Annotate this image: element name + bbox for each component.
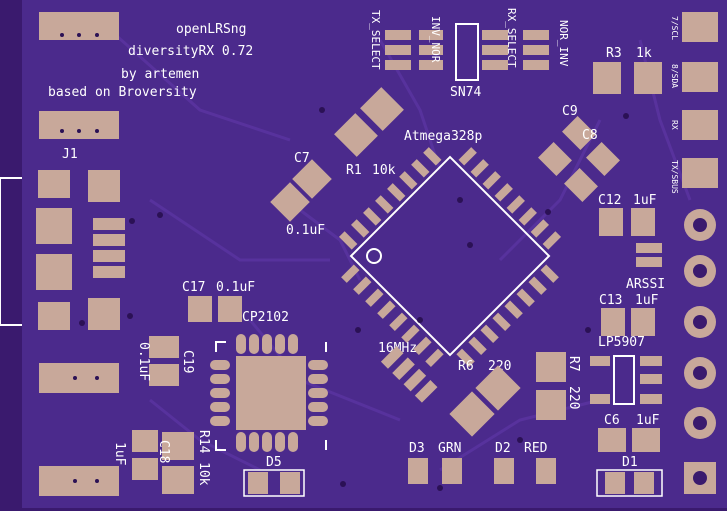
lp5907-label: LP5907	[598, 335, 645, 350]
c18-r14: C18 1uF R14 10k	[112, 430, 211, 494]
nor-inv-label: NOR_INV	[557, 20, 570, 67]
c6-label: C6	[604, 413, 620, 428]
j1-label: J1	[62, 147, 78, 162]
c13-label: C13	[599, 293, 622, 308]
edge-header-pins	[682, 12, 718, 494]
atmega-chip: Atmega328p	[338, 129, 562, 368]
r7-resistor: R7 220	[536, 352, 581, 420]
jumper-pads	[385, 30, 549, 70]
c9-label: C9	[562, 104, 578, 119]
d2-label: D2	[495, 441, 511, 456]
header-pads	[39, 12, 119, 496]
c6-capacitor: C6 1uF	[598, 413, 660, 452]
inv-nor-label: INV_NOR	[429, 16, 442, 63]
c13-value: 1uF	[635, 293, 659, 308]
c19-value: 0.1uF	[136, 342, 151, 381]
r3-resistor: R3 1k	[593, 46, 662, 94]
crystal-16mhz: 16MHz	[378, 341, 438, 403]
cp2102-label: CP2102	[242, 310, 289, 325]
r1-value: 10k	[372, 163, 396, 178]
r3-label: R3	[606, 46, 622, 61]
c18-label: C18	[156, 440, 171, 463]
d3-label: D3	[409, 441, 425, 456]
vias	[60, 33, 629, 491]
d3-led: D3 GRN	[408, 441, 462, 484]
d2-color: RED	[524, 441, 548, 456]
c8-label: C8	[582, 128, 598, 143]
r3-value: 1k	[636, 46, 652, 61]
d2-led: D2 RED	[494, 441, 556, 484]
j1-connector: J1	[0, 147, 125, 330]
d1-label: D1	[622, 455, 638, 470]
title-line-4: based on Broversity	[48, 85, 197, 100]
pin-label-scl: 7/SCL	[670, 16, 679, 40]
mcu-label: Atmega328p	[404, 129, 482, 144]
cp2102-chip: CP2102	[210, 310, 328, 452]
title-line-1: openLRSng	[176, 22, 246, 37]
d5-label: D5	[266, 455, 282, 470]
pin-label-sda: 8/SDA	[670, 64, 679, 88]
c13-capacitor: C13 1uF	[599, 293, 659, 336]
tx-select-label: TX_SELECT	[369, 10, 382, 70]
c17-label: C17	[182, 280, 205, 295]
r7-label: R7	[566, 356, 581, 372]
c12-capacitor: C12 1uF ARSSI	[598, 193, 665, 292]
sn74-chip	[455, 23, 479, 81]
pin-label-rx: RX	[670, 120, 679, 130]
arssi-label: ARSSI	[626, 277, 665, 292]
c12-label: C12	[598, 193, 621, 208]
c6-value: 1uF	[636, 413, 660, 428]
c17-value: 0.1uF	[216, 280, 255, 295]
c8-c9-caps: C9 C8	[538, 104, 620, 202]
c12-value: 1uF	[633, 193, 657, 208]
r1-resistor: R1 10k	[334, 87, 404, 178]
c18-value: 1uF	[112, 442, 127, 466]
title-block: openLRSng diversityRX 0.72 by artemen ba…	[48, 22, 253, 100]
r6-label: R6	[458, 359, 474, 374]
c7-capacitor: C7 0.1uF	[270, 151, 332, 238]
rx-select-label: RX_SELECT	[505, 8, 518, 68]
sn74-label: SN74	[450, 85, 481, 100]
c19-capacitor: C19 0.1uF	[136, 336, 195, 386]
c17-capacitor: C17 0.1uF	[182, 280, 255, 322]
r14-value: 10k	[196, 462, 211, 486]
c7-value: 0.1uF	[286, 223, 325, 238]
d3-color: GRN	[438, 441, 461, 456]
title-line-3: by artemen	[121, 67, 199, 82]
d1-diode: D1	[596, 455, 663, 497]
c7-label: C7	[294, 151, 310, 166]
r14-label: R14	[196, 430, 211, 454]
r7-value: 220	[566, 386, 581, 409]
d5-diode: D5	[243, 455, 305, 497]
title-line-2: diversityRX 0.72	[128, 44, 253, 59]
c19-label: C19	[180, 350, 195, 373]
lp5907-regulator: LP5907	[590, 335, 662, 405]
pin-label-tx: TX/SBUS	[670, 160, 679, 194]
r1-label: R1	[346, 163, 362, 178]
